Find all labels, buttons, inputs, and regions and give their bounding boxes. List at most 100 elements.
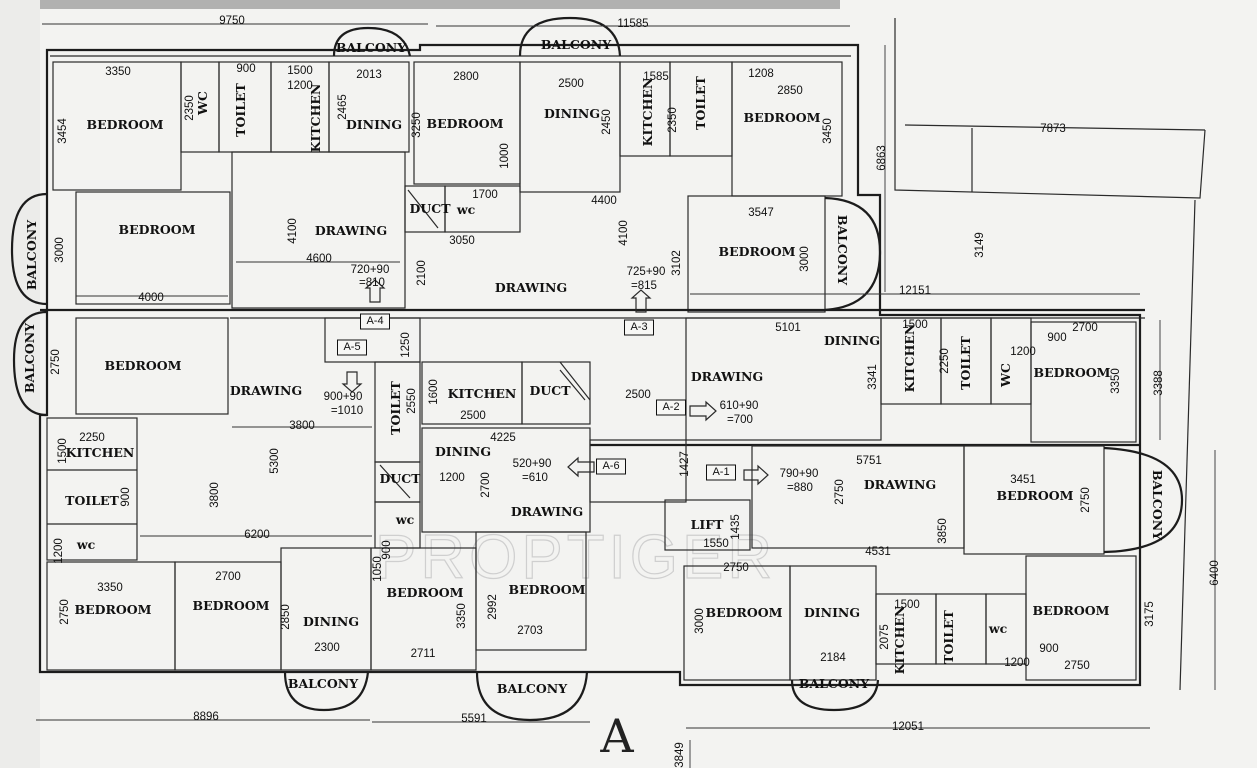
dimension-label-d27: 4100 — [287, 218, 299, 244]
dimension-label-d12: 2850 — [777, 85, 803, 97]
room-label-r34: DRAWING — [511, 504, 583, 519]
room-label-r19: TOILET — [388, 380, 403, 434]
dimension-label-d28: 3050 — [449, 235, 475, 247]
dimension-label-d31: 3000 — [799, 246, 811, 272]
dimension-label-d3: 3350 — [105, 66, 131, 78]
stair-marker-m6-box — [706, 464, 736, 481]
room-label-b8: BALCONY — [497, 681, 568, 696]
stair-marker-m1: A-4 — [366, 315, 383, 327]
dimension-label-d36: 12151 — [899, 285, 931, 297]
dimension-label-d4: 900 — [236, 63, 255, 75]
dimension-label-d74: 900 — [120, 487, 132, 506]
room-label-r29: TOILET — [65, 493, 119, 508]
room-label-r37: BEDROOM — [997, 488, 1074, 503]
room-label-b4: BALCONY — [22, 322, 37, 393]
dimension-label-d51: 3388 — [1153, 370, 1165, 396]
dimension-label-d52: 1600 — [428, 379, 440, 405]
dimension-label-d46: 2250 — [939, 348, 951, 374]
dimension-label-d16: 2465 — [337, 94, 349, 120]
dimension-label-d41: 5101 — [775, 322, 801, 334]
dimension-label-d42: 1500 — [902, 319, 928, 331]
stair-marker-m1-box — [360, 313, 390, 330]
dimension-label-d63: 1500 — [57, 438, 69, 464]
dimension-label-d69: 1427 — [679, 451, 691, 477]
room-label-r40: DINING — [303, 614, 359, 629]
dimension-label-d19: 2350 — [667, 107, 679, 133]
room-label-r42: BEDROOM — [509, 582, 586, 597]
room-label-r38: BEDROOM — [75, 602, 152, 617]
room-label-r13: DUCT — [410, 201, 452, 216]
dimension-label-d11: 1208 — [748, 68, 774, 80]
room-label-r20: KITCHEN — [448, 386, 517, 401]
dimension-label-d25: 3547 — [748, 207, 774, 219]
dimension-label-d39: 725+90 — [627, 266, 666, 278]
room-label-r27: BEDROOM — [1034, 365, 1111, 380]
dimension-label-d82: 1550 — [703, 538, 729, 550]
dimension-label-d91: 3175 — [1144, 601, 1156, 627]
dimension-label-d96: 3000 — [694, 608, 706, 634]
dimension-label-d13: 7873 — [1040, 123, 1066, 135]
dimension-label-d21: 6863 — [876, 145, 888, 171]
stair-marker-m3: A-3 — [630, 321, 647, 333]
dimension-label-d62: 2250 — [79, 432, 105, 444]
room-label-b2: BALCONY — [541, 37, 612, 52]
dimension-label-d37: 720+90 — [351, 264, 390, 276]
balconies — [10, 16, 1184, 722]
room-label-r2: WC — [195, 91, 210, 116]
room-label-r15: DRAWING — [495, 280, 567, 295]
dimension-label-d73: 3451 — [1010, 474, 1036, 486]
room-label-r32: wc — [395, 512, 415, 527]
dimension-label-d33: 4600 — [306, 253, 332, 265]
room-label-r3: TOILET — [233, 82, 248, 136]
dimension-label-d34: 2100 — [416, 260, 428, 286]
dimension-label-d6: 1200 — [287, 80, 313, 92]
stair-marker-m5-box — [596, 458, 626, 475]
dimension-label-d106: 5591 — [461, 713, 487, 725]
dimension-label-d61: 4225 — [490, 432, 516, 444]
dimension-label-d80: 6200 — [244, 529, 270, 541]
dimension-label-d49: 3341 — [867, 364, 879, 390]
dimension-label-d17: 3250 — [411, 112, 423, 138]
room-label-b7: BALCONY — [288, 676, 359, 691]
dimension-label-d108: 3849 — [674, 742, 686, 768]
stair-marker-m3-box — [624, 319, 654, 336]
dimension-label-d54: 900+90 — [324, 391, 363, 403]
dimension-label-d104: 2750 — [1064, 660, 1090, 672]
stair-marker-m2-box — [337, 339, 367, 356]
dimension-label-d85: 6400 — [1209, 560, 1221, 586]
dimension-label-d101: 2184 — [820, 652, 846, 664]
room-label-r41: BEDROOM — [387, 585, 464, 600]
dimension-label-d45: 1200 — [1010, 346, 1036, 358]
dimension-label-d32: 3149 — [974, 232, 986, 258]
dimension-label-d103: 1200 — [1004, 657, 1030, 669]
dimension-label-d53: 2550 — [406, 388, 418, 414]
room-label-r11: BEDROOM — [119, 222, 196, 237]
dimension-label-d92: 1500 — [894, 599, 920, 611]
stair-marker-m2: A-5 — [343, 341, 360, 353]
dimension-label-d97: 2075 — [879, 624, 891, 650]
room-label-r8: KITCHEN — [640, 78, 655, 147]
dimension-label-d1: 9750 — [219, 15, 245, 27]
drawing-label: A — [599, 709, 634, 763]
dimension-label-d55: =1010 — [331, 405, 363, 417]
room-label-b6: BALCONY — [1150, 470, 1165, 541]
room-label-r4: KITCHEN — [308, 84, 323, 153]
dimension-label-d105: 8896 — [193, 711, 219, 723]
dimension-label-d79: 1435 — [730, 514, 742, 540]
watermark: PROPTIGER — [375, 523, 776, 592]
dimension-label-d44: 900 — [1047, 332, 1066, 344]
dimension-label-d15: 2350 — [184, 95, 196, 121]
room-label-r24: KITCHEN — [902, 324, 917, 393]
room-label-r17: BEDROOM — [105, 358, 182, 373]
dimension-label-d56: 2500 — [625, 389, 651, 401]
stair-arrows — [341, 279, 769, 486]
dimension-label-d58: =700 — [727, 414, 753, 426]
room-label-r18: DRAWING — [230, 383, 302, 398]
dimension-label-d99: 2300 — [314, 642, 340, 654]
dimension-label-d64: 5300 — [269, 448, 281, 474]
room-label-r39: BEDROOM — [193, 598, 270, 613]
room-label-r28: KITCHEN — [66, 445, 135, 460]
stair-marker-m5: A-6 — [602, 460, 619, 472]
room-label-r35: LIFT — [691, 517, 725, 532]
